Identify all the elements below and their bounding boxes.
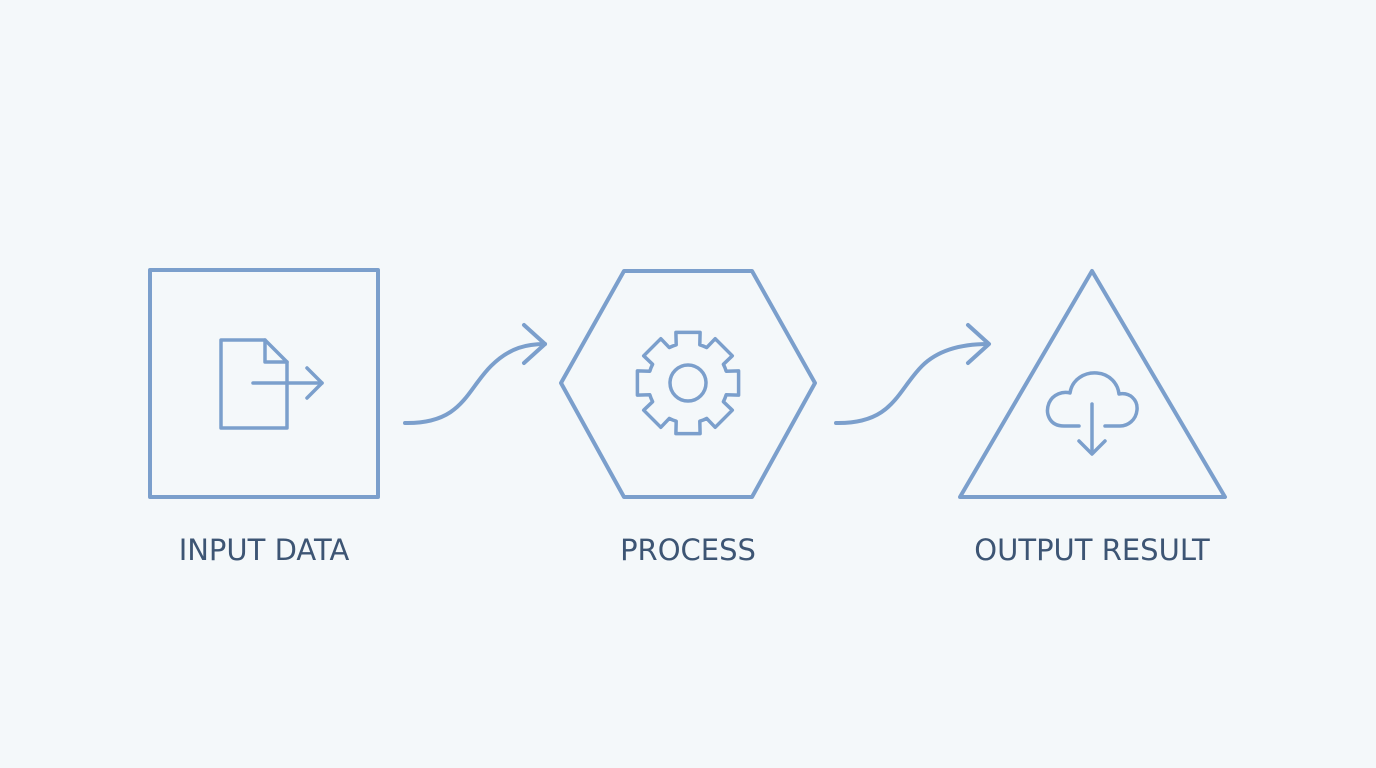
cloud-download-icon bbox=[1045, 371, 1139, 456]
curved-arrow-icon bbox=[403, 342, 547, 426]
step-label-input: INPUT DATA bbox=[178, 533, 350, 567]
step-input-node bbox=[148, 268, 380, 499]
hexagon-shape bbox=[559, 269, 817, 499]
triangle-shape bbox=[958, 269, 1227, 499]
square-shape bbox=[148, 268, 380, 499]
file-export-icon bbox=[219, 338, 324, 430]
curved-arrow-icon bbox=[834, 342, 990, 426]
step-label-process: PROCESS bbox=[620, 533, 756, 567]
step-label-output: OUTPUT RESULT bbox=[974, 533, 1210, 567]
step-process-node bbox=[559, 269, 817, 499]
step-output-node bbox=[958, 269, 1227, 499]
connector-arrow-1 bbox=[403, 323, 547, 426]
connector-arrow-2 bbox=[834, 323, 991, 426]
gear-icon bbox=[635, 330, 741, 436]
